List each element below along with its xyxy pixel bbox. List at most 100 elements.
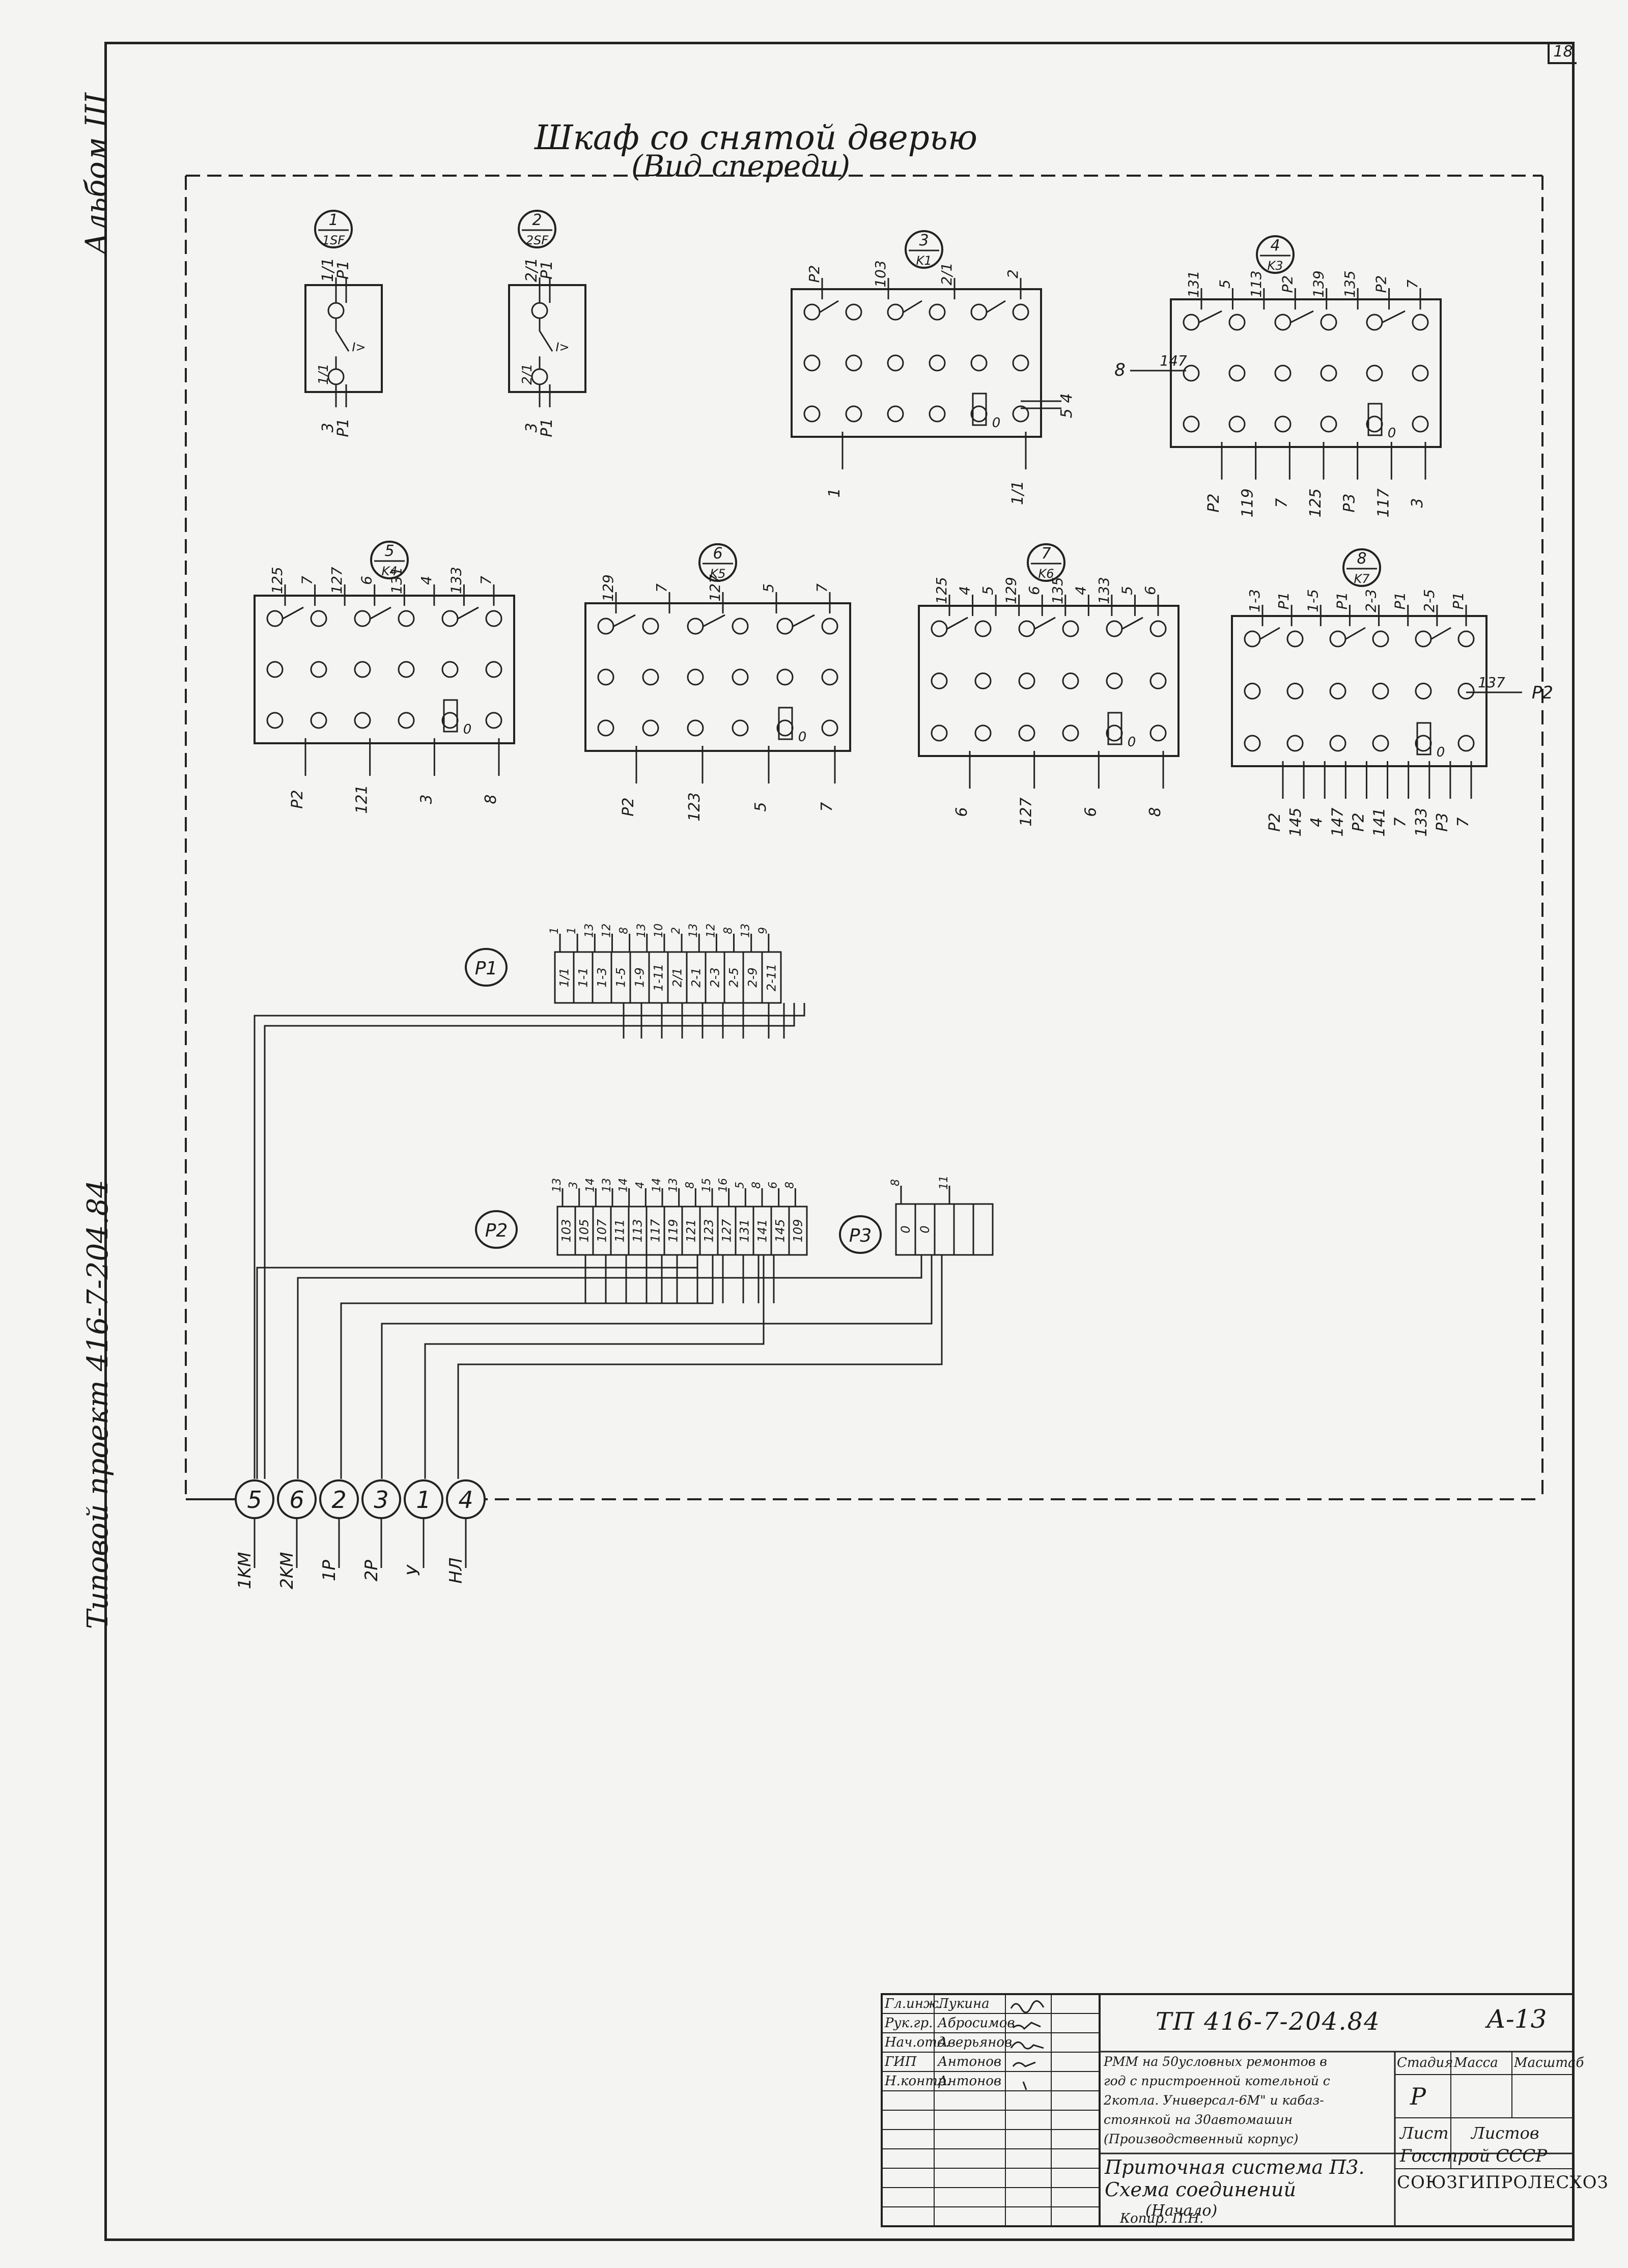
top-wire-label-4-2: 127 (328, 567, 345, 594)
bottom-wire-label-4-2: 3 (417, 794, 435, 804)
relay-terminal-3-4 (1320, 314, 1337, 331)
relay-coil-3 (1367, 403, 1383, 436)
terminal-wire-label-1-6: 14 (651, 1178, 663, 1192)
relay-coil-label-6: 0 (1128, 735, 1136, 750)
bottom-wire-label-4-0: P2 (289, 790, 306, 808)
terminal-wire-label-1-0: 13 (551, 1178, 564, 1192)
bottom-wire-label-3-3: 125 (1307, 488, 1325, 517)
relay-contact-3-4 (1382, 310, 1406, 323)
terminal-cell-label-0-10: 2-9 (746, 967, 760, 987)
bottom-wire-label-4-1: 121 (353, 785, 371, 814)
breaker-trip-0: I> (352, 340, 366, 354)
breaker-terminal-top-0 (327, 302, 345, 319)
relay-terminal-2-14 (845, 405, 862, 423)
terminal-cell-label-1-3: 111 (613, 1219, 627, 1243)
breaker-bottom-label2-0: P1 (334, 418, 352, 437)
relay-coil-4 (443, 699, 458, 733)
relay-terminal-3-13 (1183, 415, 1200, 433)
relay-terminal-7-7 (1244, 683, 1261, 699)
terminal-cell-label-0-11: 2-11 (765, 964, 779, 991)
terminal-cell-label-0-3: 1-5 (614, 967, 628, 987)
relay-terminal-5-8 (642, 668, 659, 686)
terminal-cell-0-11 (761, 951, 782, 1004)
wire-run-0 (254, 1003, 805, 1479)
connector-number-4: 1 (416, 1486, 431, 1514)
relay-terminal-7-9 (1329, 683, 1346, 699)
relay-terminal-4-2 (310, 610, 327, 627)
relay-terminal-6-12 (1149, 673, 1167, 689)
wire-run-2 (256, 1255, 698, 1479)
terminal-cell-label-0-2: 1-3 (595, 967, 609, 987)
copied-label: Копир. П.Н. (1120, 2211, 1204, 2226)
sheet-number: 18 (1548, 42, 1577, 64)
terminal-cell-2-4 (972, 1203, 994, 1256)
terminal-cell-label-2-1: 0 (918, 1225, 932, 1233)
breaker-trip-1: I> (555, 340, 569, 354)
drawing-frame (104, 42, 1575, 2241)
terminal-cell-label-0-6: 2/1 (670, 968, 685, 988)
terminal-wire-label-2-0: 8 (889, 1179, 902, 1186)
relay-terminal-4-5 (441, 610, 459, 627)
top-wire-label-3-4: 139 (1310, 270, 1327, 297)
relay-terminal-6-18 (1149, 724, 1167, 742)
relay-terminal-5-16 (732, 719, 749, 737)
breaker-body-1 (508, 284, 586, 393)
relay-terminal-3-10 (1320, 365, 1337, 382)
device-badge-0 (314, 210, 353, 248)
relay-terminal-6-7 (931, 673, 948, 689)
terminal-wire-label-1-3: 13 (601, 1178, 613, 1192)
bottom-wire-label-2-1: 1/1 (1009, 481, 1027, 505)
top-wire-label-6-0: 125 (933, 577, 950, 604)
relay-terminal-2-3 (887, 303, 904, 321)
device-badge-code-0: 1SF (322, 233, 346, 247)
top-wire-label-3-0: 131 (1185, 270, 1202, 297)
connector-label-3: 2P (361, 1559, 382, 1581)
breaker-bottom-label2-1: P1 (538, 418, 556, 437)
relay-terminal-4-11 (441, 661, 459, 678)
top-wire-label-3-7: 7 (1404, 279, 1421, 289)
bottom-wire-label-3-2: 7 (1273, 498, 1290, 508)
connector-number-0: 5 (247, 1486, 262, 1514)
relay-body-7 (1231, 615, 1487, 767)
relay-coil-5 (778, 707, 793, 740)
relay-terminal-7-8 (1286, 683, 1304, 699)
relay-terminal-6-8 (974, 673, 992, 689)
relay-terminal-6-14 (974, 724, 992, 742)
relay-terminal-5-12 (821, 668, 838, 686)
relay-terminal-7-3 (1329, 630, 1346, 648)
breaker-top-label-1: 2/1 (523, 258, 541, 282)
name-4: Антонов (938, 2054, 1002, 2069)
breaker-top-label2-0: P1 (334, 260, 352, 279)
relay-terminal-7-2 (1286, 630, 1304, 648)
relay-coil-7 (1416, 722, 1431, 755)
terminal-cell-label-1-1: 105 (577, 1219, 592, 1243)
terminal-block-badge-1 (475, 1210, 518, 1249)
relay-terminal-7-18 (1457, 735, 1475, 752)
top-wire-label-7-4: 2-3 (1363, 589, 1380, 612)
relay-terminal-3-11 (1366, 365, 1383, 382)
bottom-wire-label-6-1: 127 (1018, 797, 1035, 826)
terminal-wire-label-0-1: 1 (566, 927, 578, 934)
terminal-cell-label-0-9: 2-5 (727, 967, 741, 987)
relay-terminal-4-3 (354, 610, 371, 627)
relay-terminal-6-5 (1106, 620, 1123, 637)
terminal-cell-label-1-12: 145 (773, 1219, 788, 1243)
top-wire-label-7-0: 1-3 (1246, 589, 1263, 612)
relay-terminal-4-14 (310, 712, 327, 729)
terminal-wire-label-0-3: 12 (600, 923, 613, 938)
relay-body-2 (791, 288, 1042, 438)
bottom-wire-label-6-2: 6 (1082, 807, 1100, 817)
terminal-cell-label-0-4: 1-9 (633, 967, 647, 987)
relay-contact-5-2 (703, 614, 725, 627)
terminal-cell-label-2-0: 0 (899, 1225, 913, 1233)
relay-terminal-2-13 (803, 405, 821, 423)
relay-terminal-6-6 (1149, 620, 1167, 637)
project-code: ТП 416-7-204.84 (1156, 2007, 1381, 2036)
relay-terminal-4-1 (266, 610, 284, 627)
connector-label-0: 1KM (235, 1552, 255, 1589)
connector-label-2: 1P (319, 1559, 340, 1581)
